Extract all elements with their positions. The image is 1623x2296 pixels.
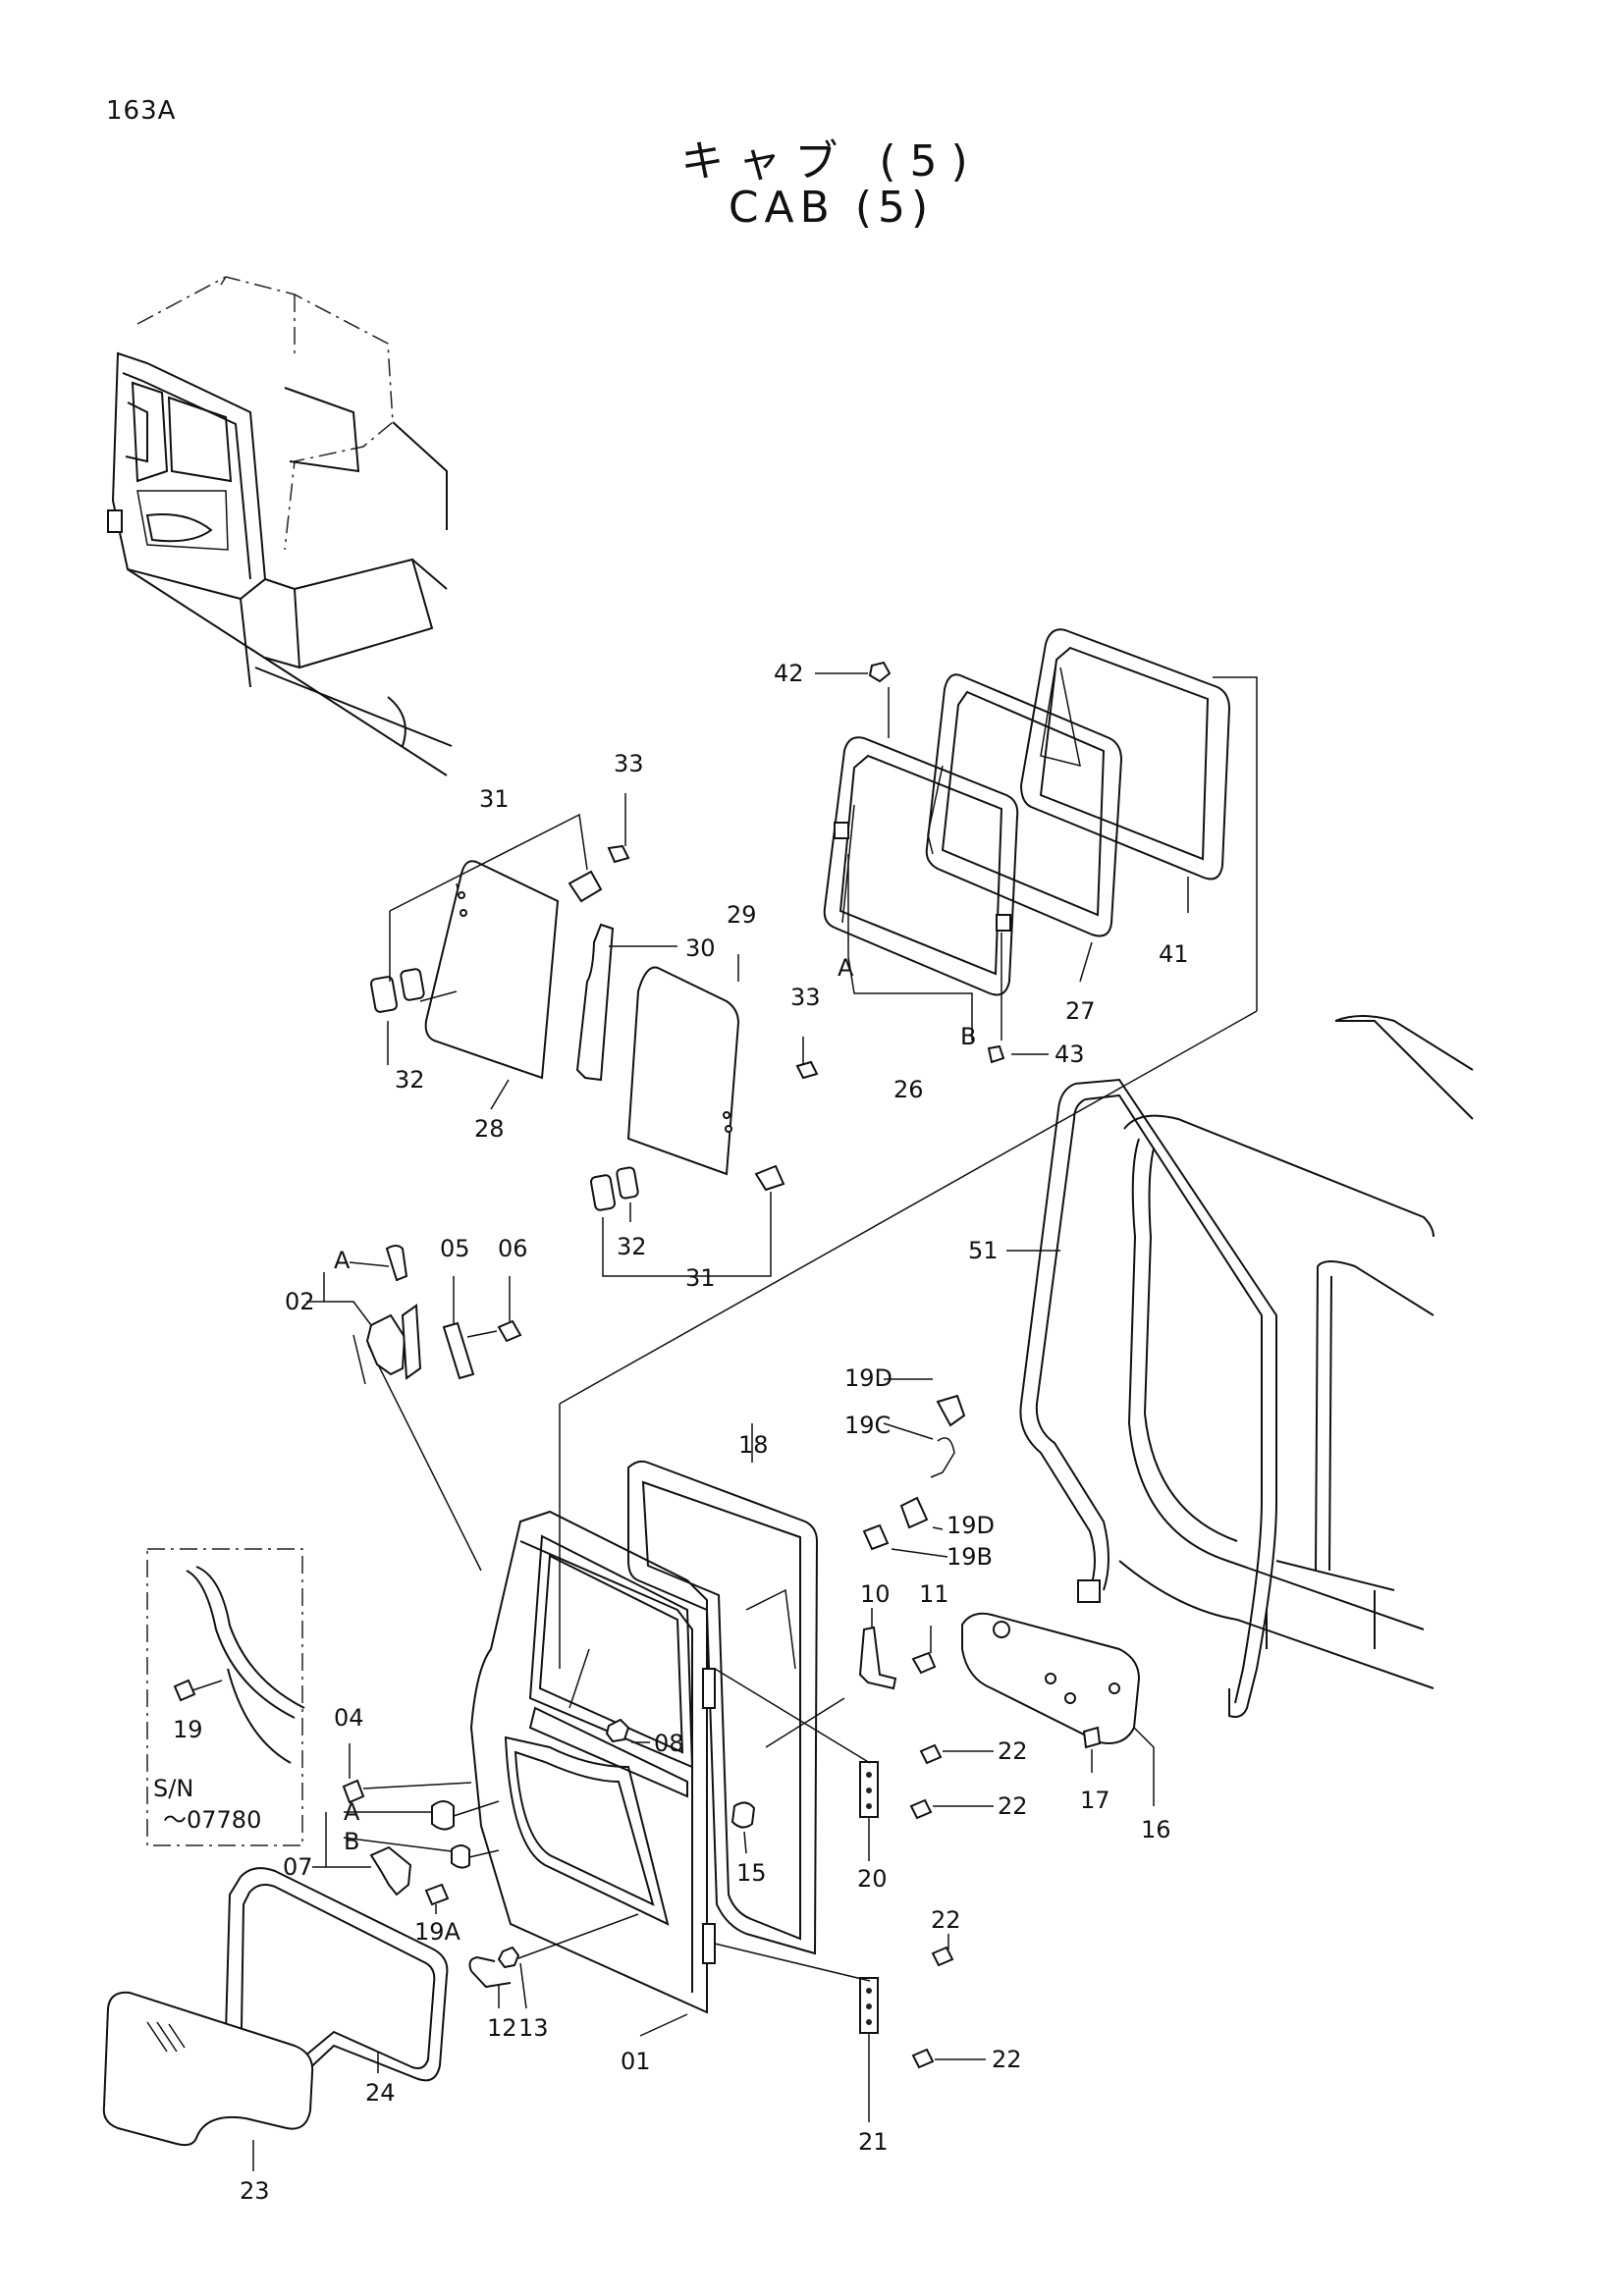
inset-sn-label: S/N [153, 1775, 193, 1802]
page-title-english: CAB (5) [728, 183, 935, 233]
callout-23: 23 [240, 2177, 270, 2205]
callout-01: 01 [621, 2048, 651, 2075]
callout-51: 51 [968, 1237, 999, 1264]
callout-20: 20 [857, 1865, 888, 1893]
callout-12: 12 [487, 2014, 517, 2042]
callout-16: 16 [1141, 1816, 1171, 1843]
callout-33-upper: 33 [614, 750, 644, 777]
callout-19C: 19C [844, 1412, 891, 1439]
callout-27: 27 [1065, 997, 1096, 1025]
callout-13: 13 [518, 2014, 549, 2042]
callout-22-lower-a: 22 [931, 1906, 961, 1934]
callout-43: 43 [1055, 1041, 1085, 1068]
callout-41: 41 [1159, 940, 1189, 968]
callout-04: 04 [334, 1704, 364, 1732]
callout-06: 06 [498, 1235, 528, 1262]
window-frames-group [815, 628, 1258, 1064]
callout-07: 07 [283, 1853, 313, 1881]
callout-22-upper-a: 22 [998, 1737, 1028, 1765]
callout-19D-top: 19D [844, 1364, 893, 1392]
callout-15: 15 [736, 1859, 767, 1887]
callout-31-lower: 31 [685, 1264, 716, 1292]
callout-21: 21 [858, 2128, 889, 2156]
callout-42: 42 [774, 660, 804, 687]
page-title-japanese: キャブ (5) [680, 136, 982, 187]
callout-29: 29 [727, 901, 757, 929]
cab-body-right [1006, 1015, 1474, 1718]
callout-B-latch: B [344, 1828, 359, 1855]
serial-inset [146, 1548, 305, 1846]
cab-overview-sketch [107, 276, 453, 776]
latch-parts-group [312, 1743, 639, 2009]
callout-33-lower: 33 [790, 984, 821, 1011]
callout-labels: 42 33 31 30 29 32 28 33 32 31 41 27 A B … [153, 660, 1189, 2205]
page-code: 163A [106, 96, 177, 126]
sliding-glass-group [370, 793, 819, 1277]
callout-02: 02 [285, 1288, 315, 1315]
callout-17: 17 [1080, 1787, 1110, 1814]
callout-28: 28 [474, 1115, 505, 1143]
callout-A-frames: A [838, 954, 854, 982]
lower-window-group [102, 1867, 449, 2171]
door-assembly [367, 1010, 1258, 2122]
callout-08: 08 [654, 1730, 684, 1757]
callout-31-upper: 31 [479, 785, 510, 813]
callout-24: 24 [365, 2079, 396, 2107]
callout-19-inset: 19 [173, 1716, 203, 1743]
door-handle-group [306, 1245, 522, 1385]
callout-05: 05 [440, 1235, 470, 1262]
callout-19B: 19B [947, 1543, 993, 1571]
callout-A-handle: A [334, 1247, 351, 1274]
callout-10: 10 [860, 1580, 891, 1608]
callout-32-upper: 32 [395, 1066, 425, 1094]
callout-11: 11 [919, 1580, 949, 1608]
callout-19D-lower: 19D [947, 1512, 995, 1539]
callout-30: 30 [685, 934, 716, 962]
callout-18: 18 [738, 1431, 769, 1459]
callout-32-lower: 32 [617, 1233, 647, 1260]
callout-22-lower-b: 22 [992, 2046, 1022, 2073]
callout-19A: 19A [414, 1918, 461, 1946]
callout-26: 26 [893, 1076, 924, 1103]
callout-B-frames: B [960, 1023, 976, 1050]
callout-A-latch: A [344, 1798, 360, 1826]
callout-22-upper-b: 22 [998, 1792, 1028, 1820]
inset-sn-value: ～07780 [163, 1806, 261, 1834]
